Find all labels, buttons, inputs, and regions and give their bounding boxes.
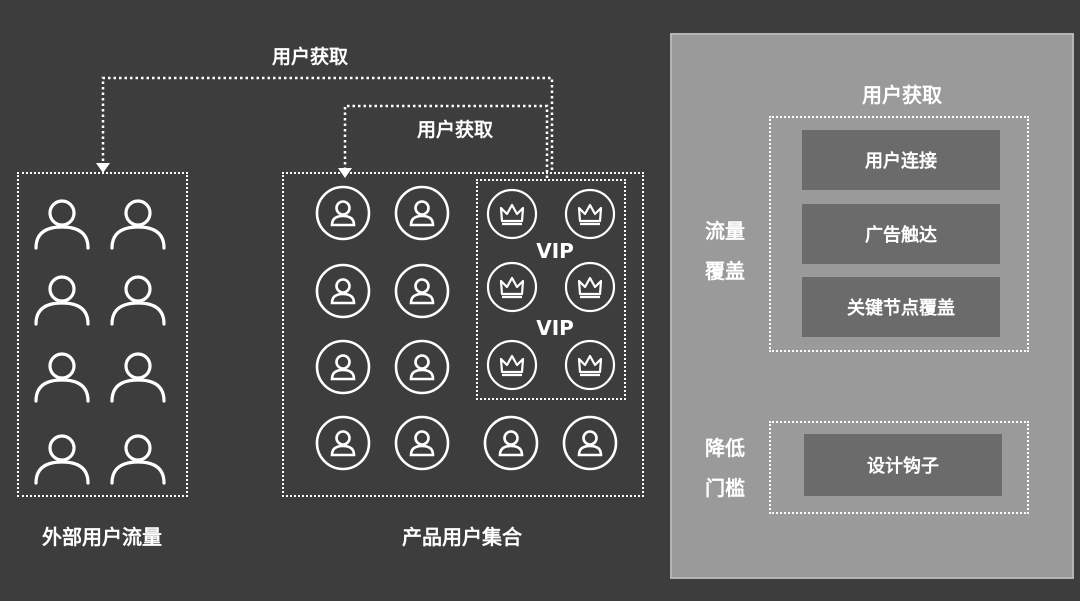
traffic-coverage-label-line1: 流量 xyxy=(705,219,745,243)
user-circle-icon-6 xyxy=(394,339,450,395)
user-outline-icon-2 xyxy=(110,199,166,250)
lower-threshold-label: 降低 门槛 xyxy=(700,428,750,508)
outer-connector-label: 用户获取 xyxy=(271,46,349,68)
user-outline-icon-3 xyxy=(34,275,90,326)
crown-circle-icon-6 xyxy=(564,339,616,391)
crown-circle-icon-2 xyxy=(564,188,616,240)
traffic-coverage-label-line2: 覆盖 xyxy=(705,259,745,283)
product-users-caption: 产品用户集合 xyxy=(402,525,522,549)
user-circle-icon-10 xyxy=(562,415,618,471)
outer-arrowhead-icon xyxy=(96,163,110,173)
inner-connector-label: 用户获取 xyxy=(416,119,494,141)
user-circle-icon-5 xyxy=(315,339,371,395)
product-users-box xyxy=(282,172,644,497)
user-circle-icon-2 xyxy=(394,185,450,241)
user-circle-icon-9 xyxy=(483,415,539,471)
user-circle-icon-7 xyxy=(315,415,371,471)
user-outline-icon-5 xyxy=(34,352,90,403)
lower-threshold-box xyxy=(769,421,1029,514)
traffic-coverage-box xyxy=(769,116,1029,352)
user-acquisition-panel: 用户获取 流量 覆盖 用户连接 广告触达 关键节点覆盖 降低 门槛 设计钩子 xyxy=(670,33,1074,579)
lower-threshold-label-line1: 降低 xyxy=(705,436,745,460)
vip-label-1: VIP xyxy=(536,239,574,263)
external-users-caption: 外部用户流量 xyxy=(42,525,162,549)
traffic-coverage-label: 流量 覆盖 xyxy=(700,211,750,291)
item-key-node-coverage: 关键节点覆盖 xyxy=(802,277,1000,337)
user-outline-icon-7 xyxy=(34,434,90,485)
external-users-box xyxy=(17,172,188,497)
lower-threshold-label-line2: 门槛 xyxy=(705,476,745,500)
item-ad-reach: 广告触达 xyxy=(802,204,1000,264)
user-outline-icon-6 xyxy=(110,352,166,403)
vip-label-2: VIP xyxy=(536,316,574,340)
user-outline-icon-8 xyxy=(110,434,166,485)
user-circle-icon-8 xyxy=(394,415,450,471)
user-circle-icon-4 xyxy=(394,263,450,319)
panel-title: 用户获取 xyxy=(862,83,942,107)
user-outline-icon-1 xyxy=(34,199,90,250)
item-user-connection: 用户连接 xyxy=(802,130,1000,190)
crown-circle-icon-3 xyxy=(486,261,538,313)
item-design-hook: 设计钩子 xyxy=(804,434,1002,496)
outer-connector-line xyxy=(101,76,554,170)
vip-box xyxy=(476,179,626,400)
user-circle-icon-3 xyxy=(315,263,371,319)
inner-connector-line xyxy=(343,104,549,178)
crown-circle-icon-4 xyxy=(564,261,616,313)
crown-circle-icon-5 xyxy=(486,339,538,391)
user-outline-icon-4 xyxy=(110,275,166,326)
user-circle-icon-1 xyxy=(315,185,371,241)
crown-circle-icon-1 xyxy=(486,188,538,240)
